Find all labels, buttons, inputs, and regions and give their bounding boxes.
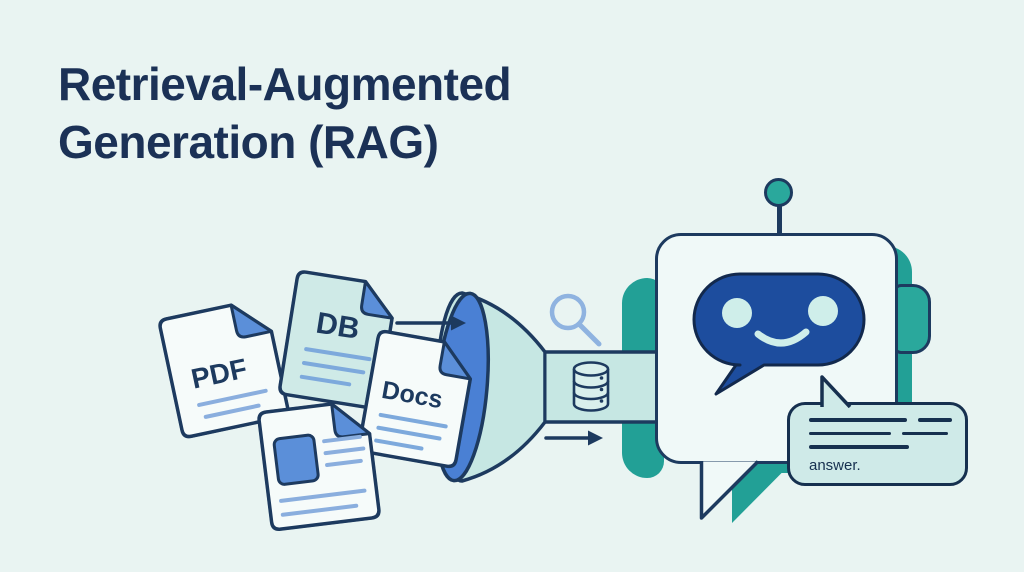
robot-speech-tail <box>699 460 760 520</box>
robot-antenna-stem <box>777 204 782 238</box>
folded-corner <box>229 303 273 339</box>
doc-label-db: DB <box>314 307 362 346</box>
database-icon <box>572 361 610 412</box>
page-title: Retrieval-Augmented Generation (RAG) <box>58 56 658 172</box>
arrow-right-icon <box>544 430 603 446</box>
answer-label: answer. <box>809 457 861 474</box>
folded-corner <box>330 402 372 439</box>
answer-text-lines <box>809 418 957 459</box>
robot-face <box>692 272 866 396</box>
arrow-right-icon <box>395 315 466 331</box>
robot-ear <box>893 284 931 354</box>
document-pdf: PDF <box>158 303 290 439</box>
robot-eye-left <box>722 298 752 328</box>
title-line-1: Retrieval-Augmented <box>58 58 512 110</box>
image-placeholder <box>272 433 320 486</box>
document-image <box>257 402 381 532</box>
document-docs: Docs <box>357 329 473 469</box>
answer-bubble: answer. <box>787 402 968 486</box>
robot-smile <box>754 328 810 347</box>
title-line-2: Generation (RAG) <box>58 115 439 168</box>
robot-eye-right <box>808 296 838 326</box>
robot-antenna-icon <box>764 178 793 207</box>
folded-corner <box>360 280 394 320</box>
search-icon <box>549 293 602 347</box>
folded-corner <box>438 340 472 381</box>
answer-bubble-tail <box>820 375 852 408</box>
speech-tail-shadow <box>732 464 790 523</box>
